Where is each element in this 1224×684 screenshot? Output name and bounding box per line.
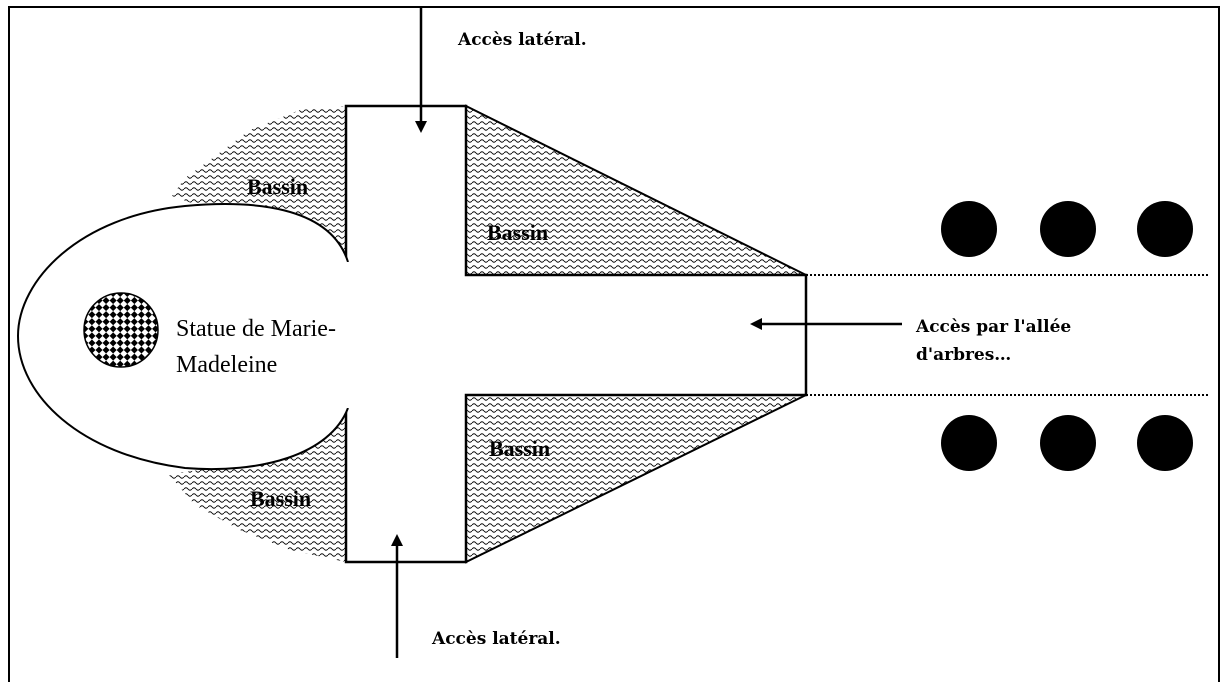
statue-plaza bbox=[16, 203, 349, 471]
label-basin-upper-right: Bassin bbox=[487, 220, 548, 245]
label-basin-upper-left: Bassin bbox=[247, 174, 308, 199]
plaza-opening bbox=[344, 262, 350, 408]
basin-upper-right bbox=[465, 104, 807, 276]
label-basin-lower-right: Bassin bbox=[489, 436, 550, 461]
label-statue-line2: Madeleine bbox=[176, 352, 277, 378]
diagram-frame bbox=[8, 6, 1220, 682]
tree-icon bbox=[941, 415, 997, 471]
label-access-alley-line2: d'arbres… bbox=[916, 345, 1011, 365]
label-access-lateral-bottom: Accès latéral. bbox=[431, 629, 561, 649]
tree-icon bbox=[1137, 201, 1193, 257]
basin-lower-right bbox=[465, 394, 807, 564]
label-access-lateral-top: Accès latéral. bbox=[457, 30, 587, 50]
tree-icon bbox=[1040, 201, 1096, 257]
tree-icon bbox=[941, 201, 997, 257]
label-basin-lower-left: Bassin bbox=[250, 486, 311, 511]
tree-icon bbox=[1137, 415, 1193, 471]
label-statue-line1: Statue de Marie- bbox=[176, 316, 336, 342]
tree-icon bbox=[1040, 415, 1096, 471]
checkerboard-circle-icon bbox=[83, 292, 159, 368]
label-access-alley-line1: Accès par l'allée bbox=[915, 317, 1071, 337]
